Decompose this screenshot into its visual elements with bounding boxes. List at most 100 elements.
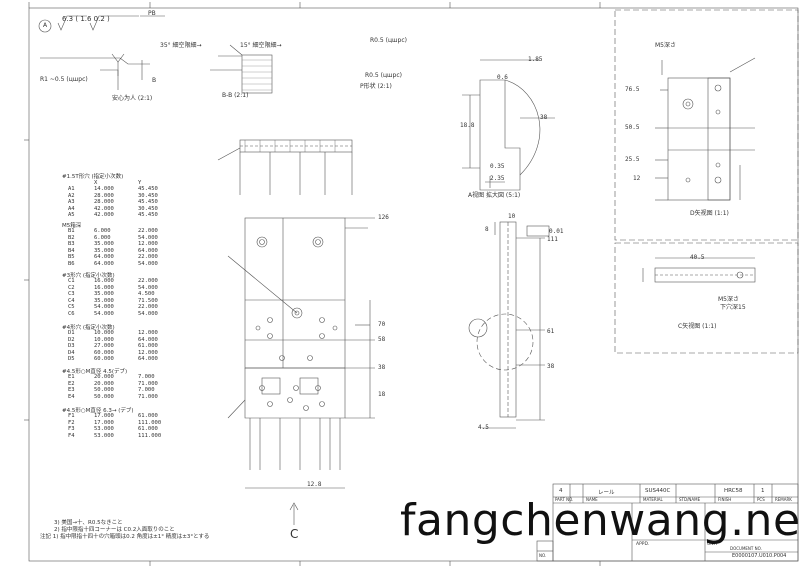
hole-id: D4 [68, 349, 75, 356]
hole-y: 71.500 [138, 297, 158, 304]
dim-188: 18.8 [460, 122, 475, 129]
hole-y: 54.000 [138, 284, 158, 291]
hole-x: 14.000 [94, 186, 114, 192]
hole-x: 64.000 [94, 260, 114, 267]
hole-x: 35.000 [94, 241, 114, 247]
col-x: X [94, 180, 98, 186]
dim-035: 0.35 [490, 163, 505, 170]
hole-row-c2: C2 16.000 54.000 [68, 285, 168, 291]
tb-docno: E0000107.U010.P004 [732, 553, 787, 559]
hole-x: 10.000 [94, 336, 114, 343]
tb-docno-label: DOCUMENT NO. [730, 546, 762, 551]
hole-id: E4 [68, 393, 75, 400]
dim-111: 111 [547, 236, 558, 243]
dim-18: 18 [378, 391, 386, 398]
hole-y: 22.000 [138, 278, 158, 284]
tb-h-pcs: PCS [757, 497, 765, 502]
note-b: B [152, 77, 157, 84]
tb-h-finish: FINISH [718, 497, 732, 502]
frame-border [28, 7, 799, 562]
hole-group2-title: M5箱深 [62, 223, 82, 229]
hole-id: B2 [68, 234, 75, 241]
hole-x: 42.000 [94, 212, 114, 218]
hole-group4-title: #4形穴 (指定小次数) [62, 325, 115, 331]
hole-x: 35.000 [94, 291, 114, 297]
hole-y: 7.000 [138, 387, 155, 393]
hole-x: 28.000 [94, 192, 114, 199]
hole-id: E1 [68, 374, 75, 380]
hole-id: B5 [68, 254, 75, 260]
hole-x: 53.000 [94, 426, 114, 432]
d-view-region [614, 9, 799, 241]
hole-y: 45.450 [138, 212, 158, 218]
section-hatch-box [241, 54, 273, 94]
hole-x: 10.000 [94, 330, 114, 336]
hole-x: 6.000 [94, 228, 111, 234]
tb-material: SUS440C [645, 488, 671, 494]
tb-h-std: STD/NAME [679, 497, 701, 502]
dim-38: 38 [540, 114, 548, 121]
hole-group6-title: #4.5形○M直径 6.3→ (デブ) [62, 408, 134, 414]
dim-06: 0.6 [497, 74, 508, 81]
hole-id: C2 [68, 284, 75, 291]
watermark-text: fangchenwang.net [400, 495, 800, 546]
note-2: 2) 指中限指十四コーナーは C0.2入面取りのこと [54, 527, 175, 533]
hole-x: 20.000 [94, 380, 114, 387]
hole-y: 111.000 [138, 432, 162, 439]
hole-x: 16.000 [94, 284, 114, 291]
hole-id: C1 [68, 278, 75, 284]
hole-id: A2 [68, 192, 75, 199]
hole-y: 54.000 [138, 310, 158, 317]
hole-x: 42.000 [94, 205, 114, 212]
tb-hardness: HRC58 [724, 488, 743, 494]
view-label-cview: C矢视图 (1:1) [678, 323, 717, 330]
hole-y: 45.450 [138, 199, 158, 205]
hole-id: B6 [68, 260, 75, 267]
hole-x: 27.000 [94, 343, 114, 349]
dim-58: 58 [378, 336, 386, 343]
hole-y: 45.450 [138, 186, 158, 192]
tb-name: レール [598, 490, 615, 496]
hole-id: D5 [68, 356, 75, 362]
hole-id: B3 [68, 241, 75, 247]
dim-235: 2.35 [490, 175, 505, 182]
hole-x: 50.000 [94, 387, 114, 393]
hole-id: C3 [68, 291, 75, 297]
hole-x: 60.000 [94, 349, 114, 356]
dim-405: 40.5 [690, 254, 705, 261]
note-r-35: 35° 細空限細→ [160, 42, 202, 49]
hole-id: C5 [68, 304, 75, 310]
view-arrow-c: C [290, 527, 299, 541]
hole-y: 61.000 [138, 426, 158, 432]
hole-x: 54.000 [94, 304, 114, 310]
finish-pb-label: PB [148, 10, 156, 17]
hole-y: 7.000 [138, 374, 155, 380]
dim-8: 8 [485, 226, 489, 233]
tb-no-label: NO. [539, 553, 547, 558]
hole-y: 22.000 [138, 304, 158, 310]
dim-q: 下穴深15 [720, 304, 746, 311]
hole-x: 60.000 [94, 356, 114, 362]
hole-id: D2 [68, 336, 75, 343]
hole-group5-title: #4.5形○M直径 4.5(デブ) [62, 369, 128, 375]
hole-x: 35.000 [94, 297, 114, 304]
hole-y: 12.000 [138, 349, 158, 356]
a-detail-profile [479, 79, 521, 191]
hole-id: C4 [68, 297, 75, 304]
dim-505: 50.5 [625, 124, 640, 131]
view-label-aview: A视图 拡大図 (5:1) [468, 192, 521, 199]
hole-id: F4 [68, 432, 75, 439]
